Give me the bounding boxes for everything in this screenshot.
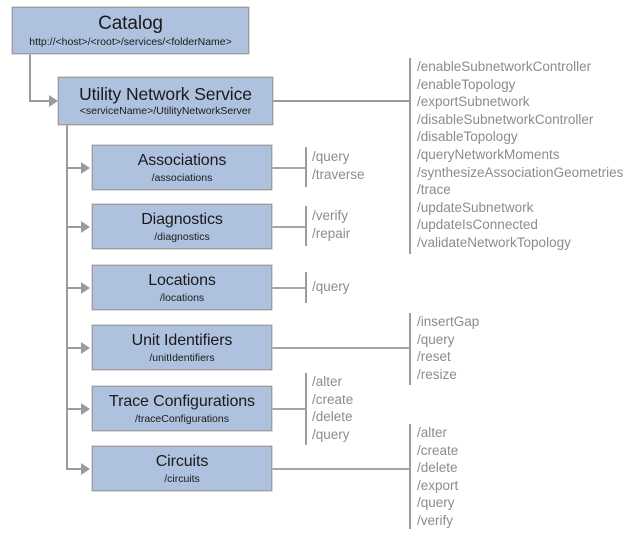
connector-traceconfigs-to-operations <box>272 408 307 410</box>
operation-unit-identifiers-3: /resize <box>417 366 457 382</box>
arrow-to-unit-identifiers <box>81 342 90 354</box>
connector-catalog-to-uns-vertical <box>29 54 31 102</box>
node-associations[interactable]: Associations /associations <box>92 145 272 190</box>
connector-branch-circuits <box>66 468 84 470</box>
operation-service-0: /enableSubnetworkController <box>417 59 592 74</box>
node-circuits[interactable]: Circuits /circuits <box>92 446 272 491</box>
operation-diagnostics-1: /repair <box>312 225 351 241</box>
operation-diagnostics-0: /verify <box>312 208 349 223</box>
operation-service-7: /trace <box>417 182 451 198</box>
operations-list-diagnostics: /verify/repair <box>312 207 350 242</box>
operations-list-locations: /query <box>312 278 350 296</box>
node-diagnostics-path: /diagnostics <box>154 230 210 243</box>
node-diagnostics[interactable]: Diagnostics /diagnostics <box>92 204 272 249</box>
arrow-to-trace-configurations <box>81 403 90 415</box>
node-catalog-path: http://<host>/<root>/services/<folderNam… <box>29 35 232 48</box>
arrow-to-circuits <box>81 463 90 475</box>
operation-service-4: /disableTopology <box>417 129 518 145</box>
operation-trace-configurations-1: /create <box>312 391 354 407</box>
operations-list-circuits: /alter/create/delete/export/query/verify <box>417 424 458 530</box>
operation-circuits-1: /create <box>417 442 459 458</box>
connector-uns-trunk <box>66 125 68 470</box>
arrow-to-diagnostics <box>81 221 90 233</box>
node-unit-identifiers[interactable]: Unit Identifiers /unitIdentifiers <box>92 325 272 370</box>
arrow-to-associations <box>81 162 90 174</box>
node-unit-identifiers-path: /unitIdentifiers <box>149 351 215 364</box>
operation-associations-1: /traverse <box>312 166 365 182</box>
operations-bar-trace-configurations <box>305 373 307 445</box>
node-associations-title: Associations <box>137 151 227 169</box>
node-trace-configurations-path: /traceConfigurations <box>135 412 229 425</box>
connector-locations-to-operations <box>272 287 307 289</box>
operations-list-unit-identifiers: /insertGap/query/reset/resize <box>417 313 479 383</box>
operation-unit-identifiers-2: /reset <box>417 349 451 365</box>
connector-circuits-to-operations <box>272 468 410 470</box>
connector-branch-diagnostics <box>66 226 84 228</box>
operation-circuits-3: /export <box>417 477 459 493</box>
connector-diagnostics-to-operations <box>272 226 307 228</box>
node-utility-network-service-path: <serviceName>/UtilityNetworkServer <box>79 105 252 117</box>
operations-bar-locations <box>305 272 307 303</box>
operation-unit-identifiers-1: /query <box>417 331 455 347</box>
operation-service-1: /enableTopology <box>417 76 516 92</box>
operation-service-3: /disableSubnetworkController <box>417 111 594 127</box>
operations-bar-diagnostics <box>305 206 307 246</box>
node-circuits-path: /circuits <box>164 472 200 485</box>
node-utility-network-service[interactable]: Utility Network Service <serviceName>/Ut… <box>58 77 273 125</box>
operations-bar-unit-identifiers <box>409 313 411 385</box>
connector-branch-unitids <box>66 347 84 349</box>
node-locations-title: Locations <box>148 271 216 289</box>
node-locations-path: /locations <box>159 291 205 304</box>
arrow-to-locations <box>81 282 90 294</box>
arrow-catalog-to-uns <box>49 95 58 107</box>
node-unit-identifiers-title: Unit Identifiers <box>131 331 233 349</box>
operation-unit-identifiers-0: /insertGap <box>417 314 480 329</box>
operation-trace-configurations-0: /alter <box>312 374 343 389</box>
node-trace-configurations-title: Trace Configurations <box>109 392 255 410</box>
operation-circuits-2: /delete <box>417 460 458 476</box>
operations-bar-circuits <box>409 424 411 529</box>
node-catalog-title: Catalog <box>98 12 163 34</box>
connector-branch-traceconfigs <box>66 408 84 410</box>
operations-list-trace-configurations: /alter/create/delete/query <box>312 373 353 443</box>
operation-circuits-5: /verify <box>417 512 454 528</box>
operation-service-5: /queryNetworkMoments <box>417 146 560 162</box>
operations-list-associations: /query/traverse <box>312 148 365 183</box>
operations-list-service: /enableSubnetworkController/enableTopolo… <box>417 58 623 252</box>
operation-circuits-4: /query <box>417 495 455 511</box>
operation-locations-0: /query <box>312 279 350 294</box>
operation-service-6: /synthesizeAssociationGeometries <box>417 164 624 180</box>
operation-circuits-0: /alter <box>417 425 448 440</box>
node-associations-path: /associations <box>151 171 213 184</box>
connector-branch-locations <box>66 287 84 289</box>
node-catalog[interactable]: Catalog http://<host>/<root>/services/<f… <box>12 7 249 54</box>
connector-catalog-to-uns-horizontal <box>29 100 52 102</box>
node-diagnostics-title: Diagnostics <box>141 210 223 228</box>
operation-service-9: /updateIsConnected <box>417 217 538 233</box>
operation-service-8: /updateSubnetwork <box>417 199 534 215</box>
node-utility-network-service-title: Utility Network Service <box>79 84 252 104</box>
operation-trace-configurations-2: /delete <box>312 409 353 425</box>
operation-associations-0: /query <box>312 149 350 164</box>
connector-branch-associations <box>66 167 84 169</box>
node-circuits-title: Circuits <box>155 452 209 470</box>
operations-bar-service <box>409 58 411 254</box>
connector-unitids-to-operations <box>272 347 410 349</box>
operation-service-2: /exportSubnetwork <box>417 94 530 110</box>
node-trace-configurations[interactable]: Trace Configurations /traceConfiguration… <box>92 386 272 431</box>
operation-service-10: /validateNetworkTopology <box>417 234 571 250</box>
operation-trace-configurations-3: /query <box>312 426 350 442</box>
connector-uns-to-operations <box>273 100 410 102</box>
node-locations[interactable]: Locations /locations <box>92 265 272 310</box>
operations-bar-associations <box>305 147 307 187</box>
connector-associations-to-operations <box>272 167 307 169</box>
